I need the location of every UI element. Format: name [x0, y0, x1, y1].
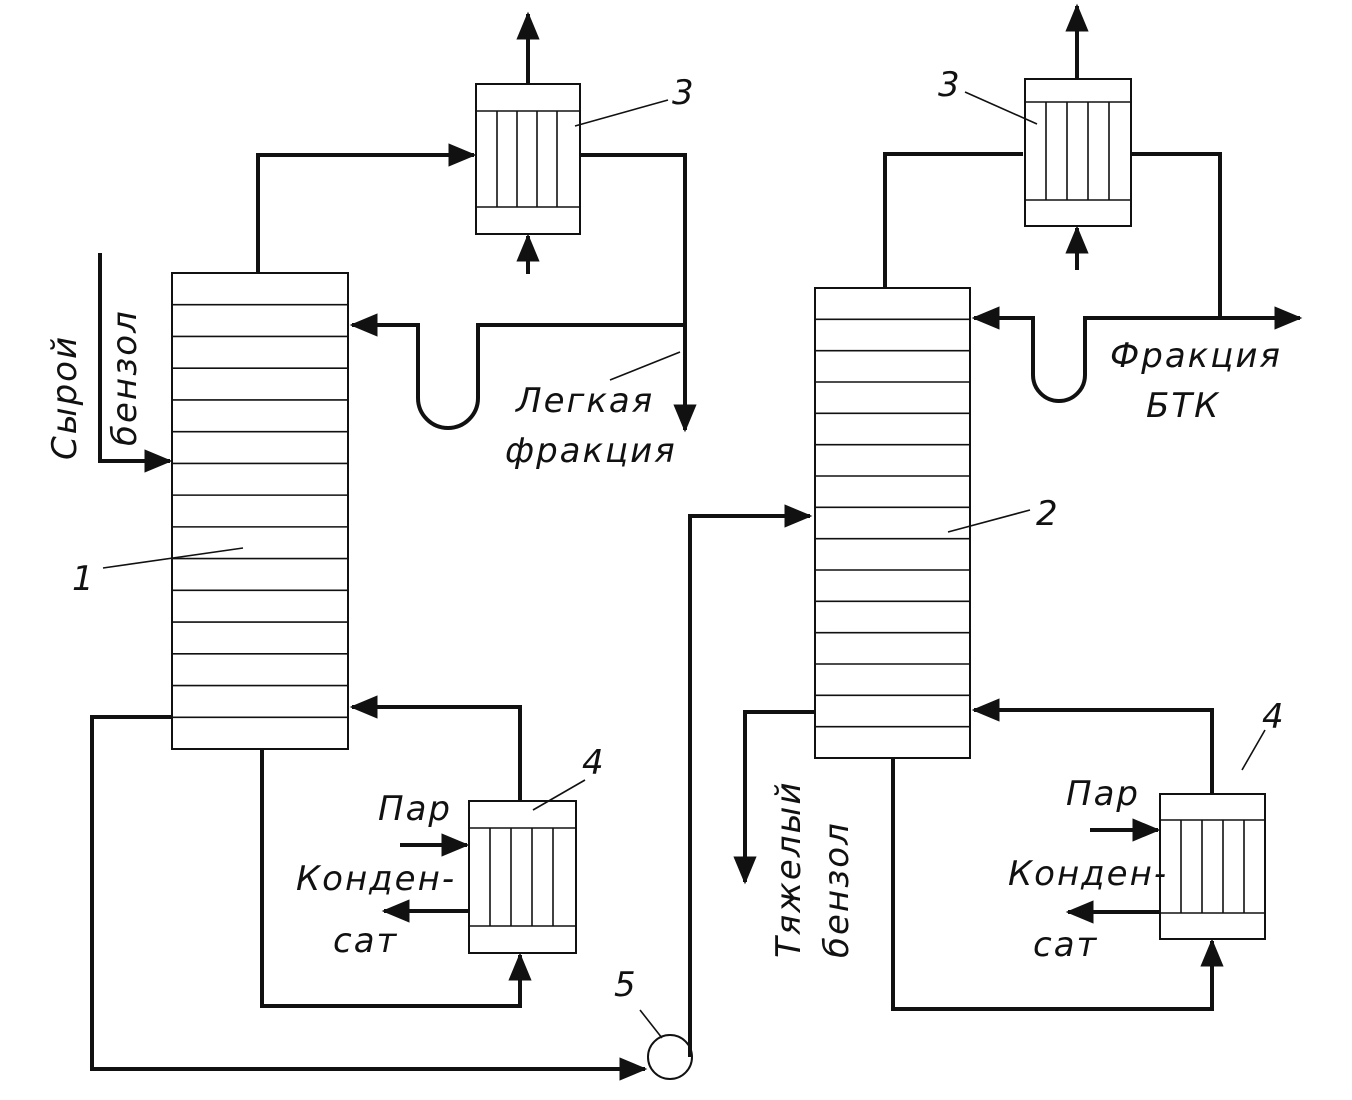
raw-benzene-feed: [98, 253, 173, 473]
condenser-left: [475, 83, 581, 235]
reboiler-feed-right: [891, 758, 1224, 1011]
bottoms-line-left: [90, 715, 648, 1081]
leader-condenser-left: [574, 99, 669, 127]
column-1-trays: [172, 303, 348, 719]
heavy-benzene-line: [733, 710, 815, 885]
leader-column-1: [102, 547, 244, 569]
reboiler-feed-left: [260, 750, 532, 1008]
label-number-4-left: 4: [582, 743, 604, 783]
label-condensate-left-2: сат: [333, 921, 398, 961]
leader-pump: [639, 1009, 663, 1039]
label-condensate-right-2: сат: [1033, 925, 1098, 965]
label-steam-right: Пар: [1066, 774, 1140, 814]
column-1: [171, 272, 349, 750]
label-btk-fraction-2: БТК: [1146, 386, 1220, 426]
feed-line-column-2: [688, 504, 813, 1057]
reboiler-return-left: [349, 695, 522, 801]
label-raw-benzene: Сырой бензол: [45, 309, 145, 460]
label-number-5: 5: [614, 965, 636, 1005]
light-fraction-line: [580, 153, 697, 433]
vapor-line-left: [256, 143, 477, 273]
label-condensate-left-1: Конден-: [296, 859, 456, 899]
leader-reboiler-right: [1241, 729, 1266, 771]
condenser-right: [1024, 78, 1132, 227]
label-number-3-left: 3: [672, 73, 694, 113]
heavy-benzene-line-2: бензол: [817, 821, 857, 958]
label-number-4-right: 4: [1262, 697, 1284, 737]
reboiler-left: [468, 800, 577, 954]
label-heavy-benzene: Тяжелый бензол: [769, 781, 857, 958]
column-2-trays: [815, 318, 970, 728]
column-2: [814, 287, 971, 759]
label-steam-left: Пар: [378, 789, 452, 829]
label-light-fraction-2: фракция: [505, 431, 677, 471]
btk-fraction-line: [1131, 152, 1303, 330]
raw-benzene-line-2: бензол: [105, 309, 145, 446]
pump-5: [647, 1034, 693, 1080]
label-btk-fraction-1: Фракция: [1110, 336, 1282, 376]
leader-column-2: [947, 509, 1031, 533]
label-number-1: 1: [72, 559, 94, 599]
heavy-benzene-line-1: Тяжелый: [769, 781, 809, 958]
label-number-2: 2: [1036, 494, 1058, 534]
label-light-fraction-1: Легкая: [514, 381, 654, 421]
leader-reboiler-left: [532, 779, 586, 811]
leader-light-fraction: [609, 351, 681, 381]
reflux-line-right: [971, 306, 1220, 403]
reflux-line-left: [349, 313, 685, 430]
leader-condenser-right: [964, 91, 1038, 125]
reboiler-right: [1159, 793, 1266, 940]
reboiler-return-right: [971, 698, 1214, 794]
raw-benzene-line-1: Сырой: [45, 335, 85, 460]
label-number-3-right: 3: [938, 65, 960, 105]
vapor-line-right: [883, 152, 1023, 288]
label-condensate-right-1: Конден-: [1008, 854, 1168, 894]
